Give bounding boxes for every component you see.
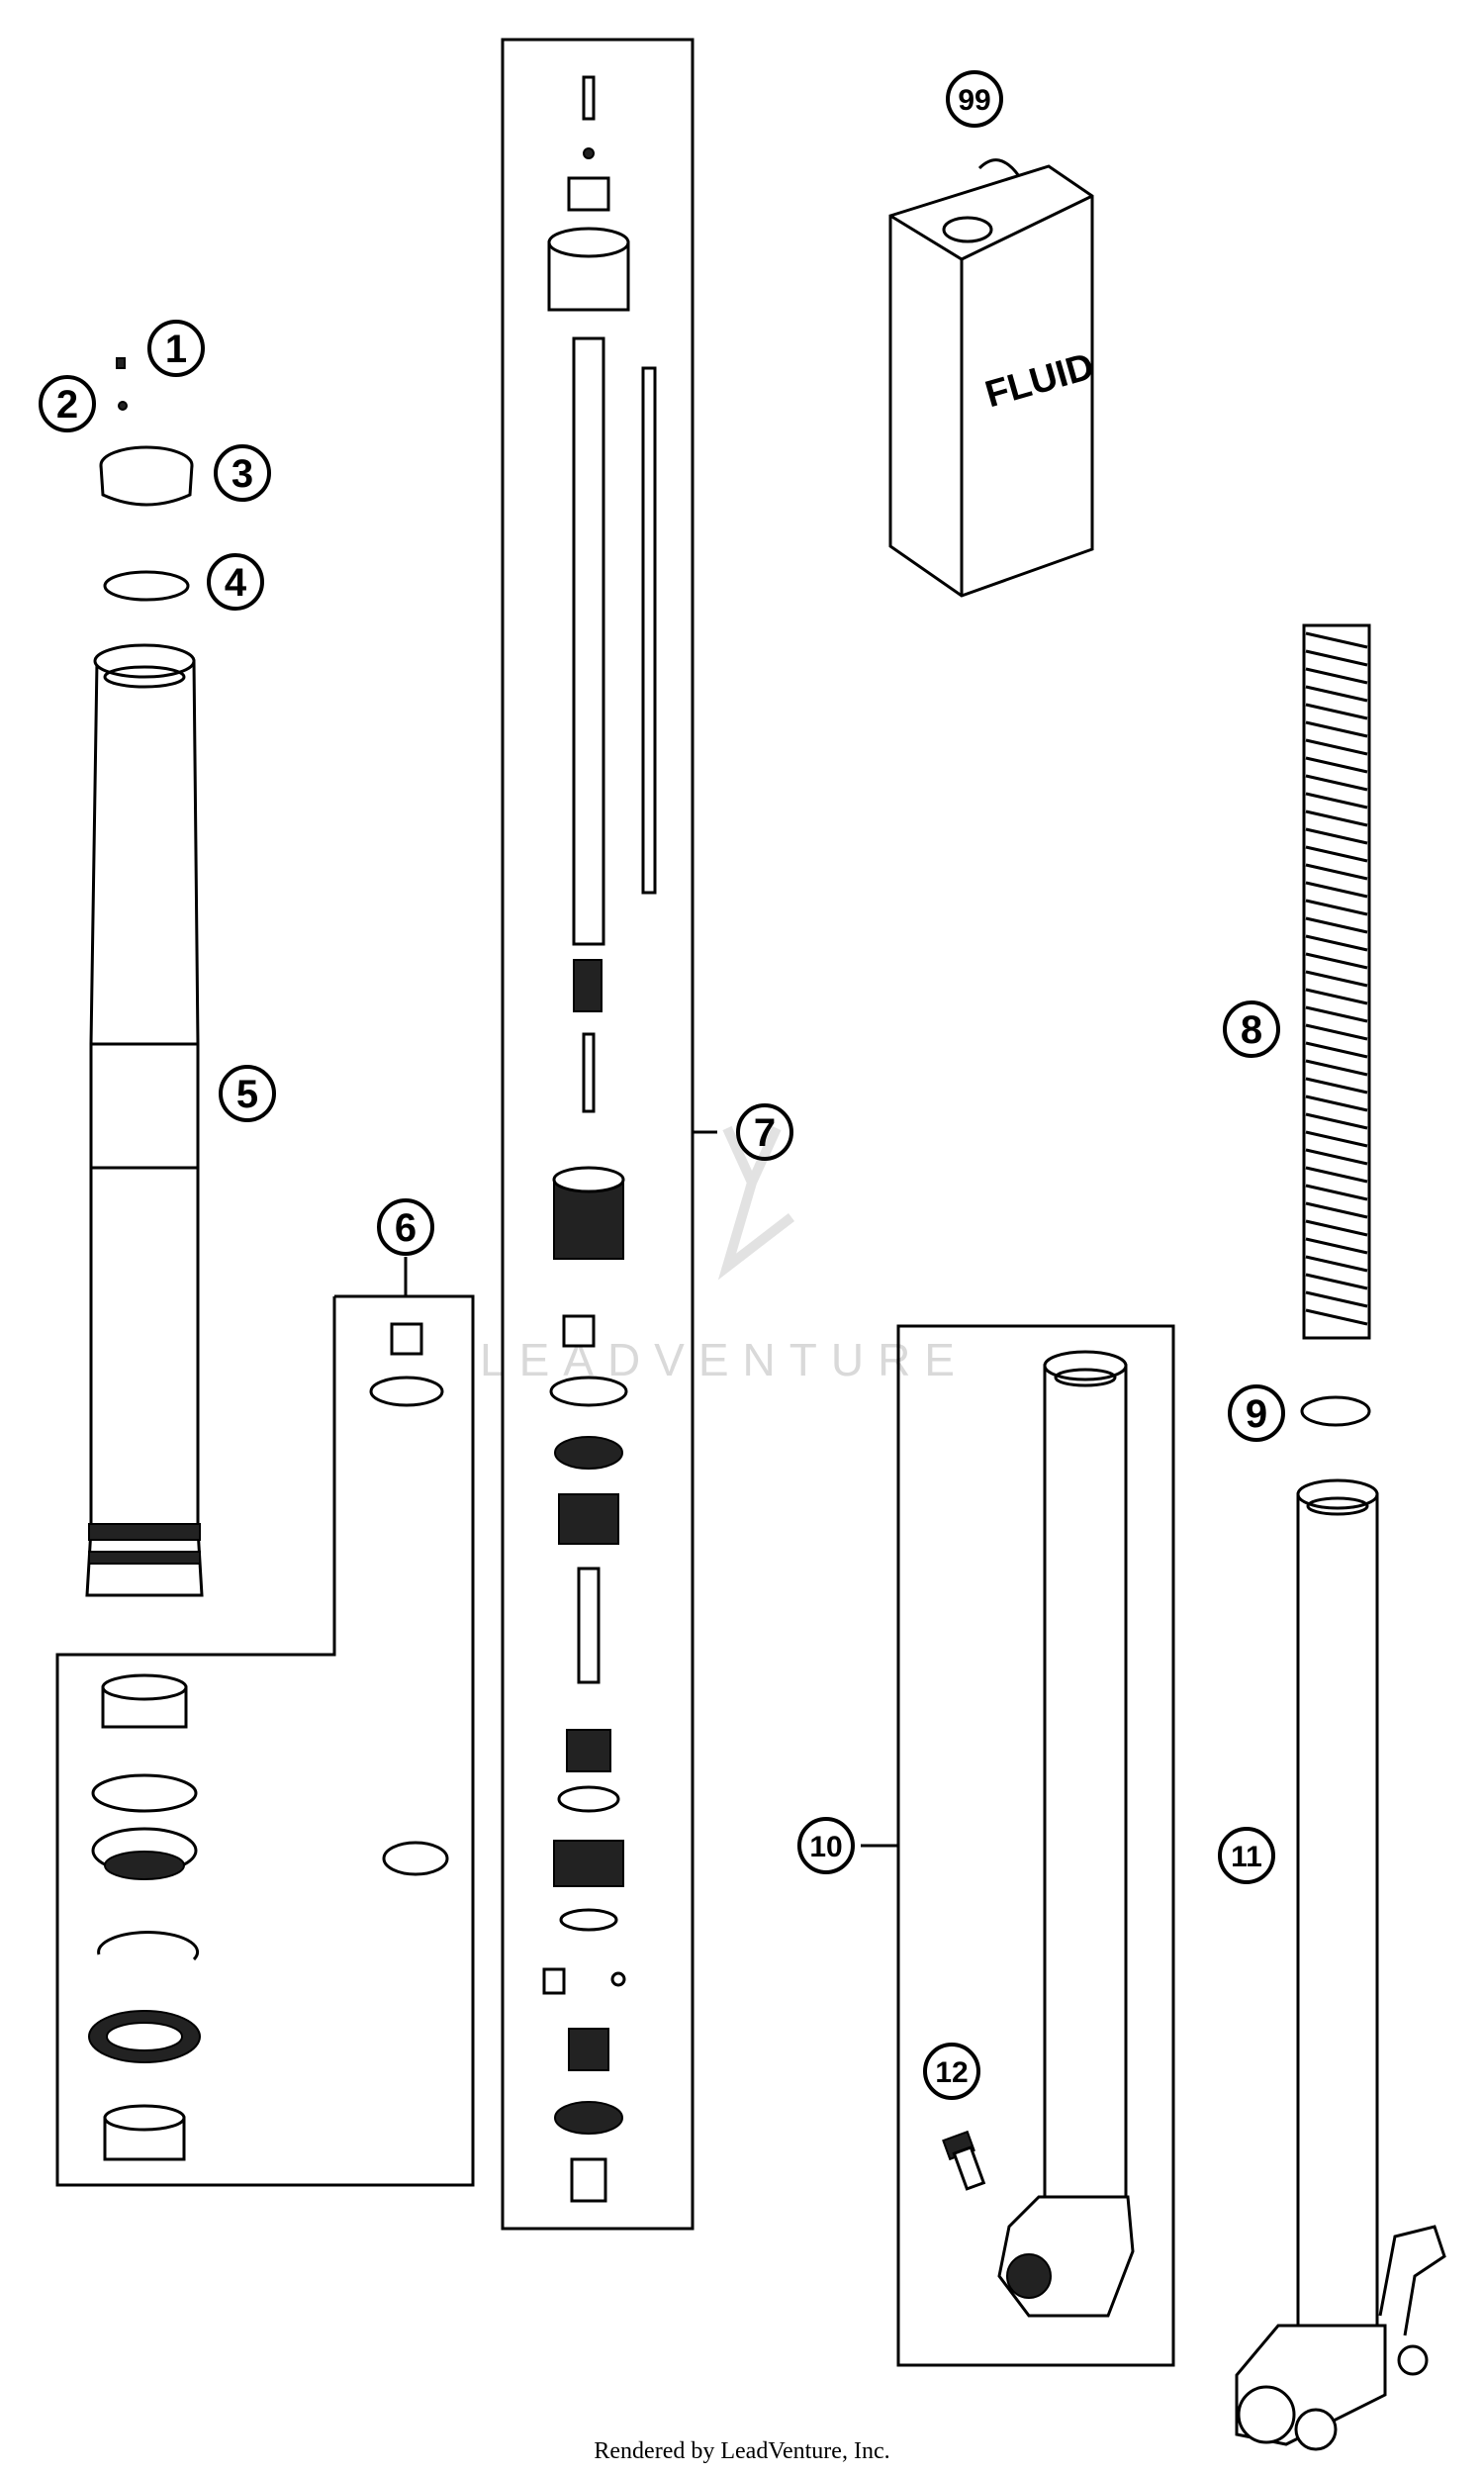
svg-text:8: 8	[1241, 1008, 1262, 1052]
part-screw-1	[116, 357, 126, 369]
svg-text:6: 6	[395, 1206, 417, 1250]
callout-1: 1	[147, 320, 205, 377]
footer-credit: Rendered by LeadVenture, Inc.	[594, 2438, 889, 2464]
svg-text:1: 1	[165, 328, 187, 371]
callout-2: 2	[39, 375, 96, 432]
callout-11: 11	[1218, 1827, 1275, 1884]
svg-text:3: 3	[232, 452, 253, 496]
callout-99: 99	[946, 70, 1003, 128]
callout-6: 6	[377, 1198, 434, 1256]
callout-3: 3	[214, 444, 271, 502]
callout-4: 4	[207, 553, 264, 611]
top-cap-group	[99, 357, 194, 602]
part-spring-8	[1302, 623, 1371, 1340]
part-inner-tube-11	[1235, 1478, 1446, 2451]
svg-text:10: 10	[809, 1831, 842, 1863]
callout-10: 10	[797, 1817, 855, 1874]
svg-text:2: 2	[56, 383, 78, 427]
part-oring-4	[103, 570, 190, 602]
svg-text:11: 11	[1231, 1841, 1262, 1873]
box-part-7	[501, 38, 695, 2231]
part-inner-tube-10	[997, 1350, 1135, 2318]
part-fluid-can-99: FLUID	[888, 158, 1098, 598]
callout-7: 7	[736, 1103, 793, 1161]
watermark-text: LEADVENTURE	[480, 1334, 969, 1385]
part-bolt-12	[942, 2130, 986, 2191]
part-7-cartridge	[542, 75, 657, 2203]
group-boxes	[55, 38, 1175, 2367]
part-outer-tube-5	[85, 643, 204, 1597]
part-washer-2	[118, 401, 128, 411]
svg-text:5: 5	[236, 1073, 258, 1116]
box-part-6	[55, 1294, 475, 2187]
callouts: 1 2 3 4 5 6 7 8	[39, 70, 1285, 2100]
callout-8: 8	[1223, 1000, 1280, 1058]
svg-text:99: 99	[958, 84, 990, 117]
callout-9: 9	[1228, 1384, 1285, 1442]
svg-text:12: 12	[935, 2056, 968, 2089]
svg-text:4: 4	[225, 561, 247, 605]
callout-12: 12	[923, 2043, 980, 2100]
svg-text:9: 9	[1246, 1392, 1267, 1436]
callout-5: 5	[219, 1065, 276, 1122]
part-6-components	[88, 1322, 449, 2161]
watermark: LEADVENTURE	[480, 1125, 969, 1385]
svg-text:7: 7	[754, 1111, 776, 1155]
part-ring-9	[1300, 1395, 1371, 1427]
